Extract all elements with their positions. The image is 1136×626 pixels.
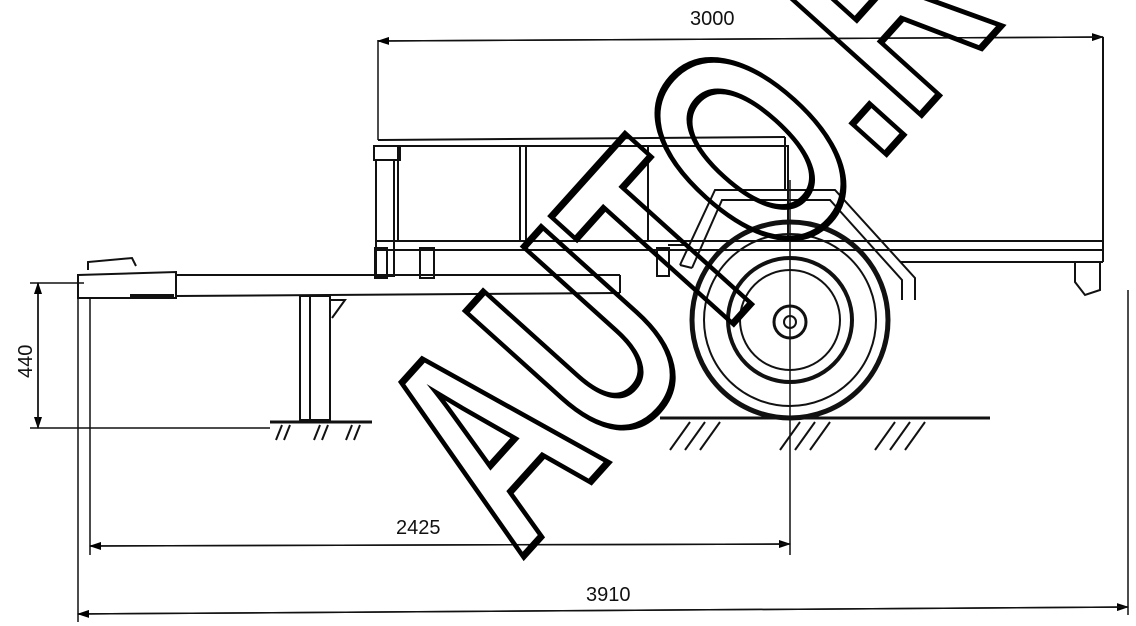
support-leg	[270, 295, 372, 441]
dimension-box-length-label: 3000	[690, 8, 735, 30]
dimension-hitch-to-axle-label: 2425	[396, 517, 441, 539]
dimension-hitch-height-label: 440	[15, 345, 37, 378]
ground-hatch-left	[275, 424, 361, 441]
dimension-hitch-to-axle	[89, 180, 791, 555]
watermark-text: AUTO.RU	[318, 0, 1136, 603]
watermark-logo: AUTO.RU	[314, 0, 1136, 606]
fender	[668, 189, 916, 300]
dimension-overall-length-label: 3910	[586, 584, 631, 606]
dimension-box-length	[377, 33, 1104, 140]
dimension-overall-length	[77, 290, 1129, 622]
drawbar	[77, 256, 621, 299]
ground	[660, 416, 990, 451]
dimension-hitch-height	[30, 282, 270, 429]
